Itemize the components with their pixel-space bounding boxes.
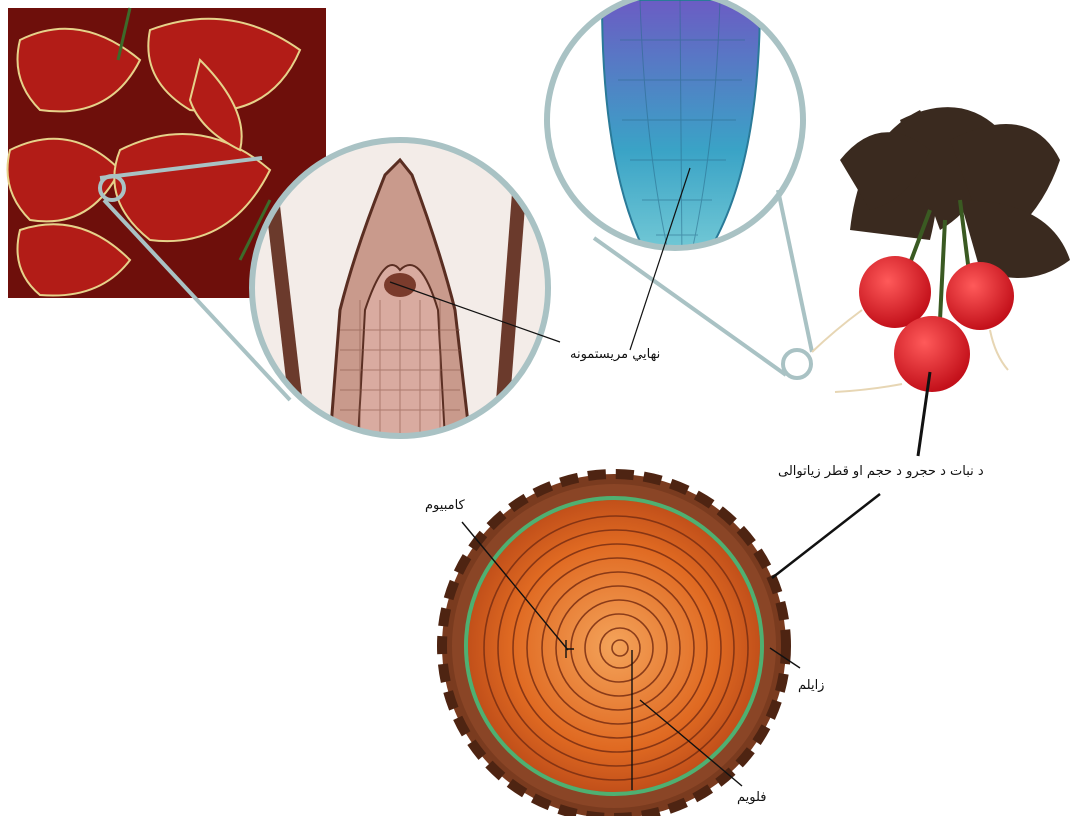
root-tip-magnified — [547, 0, 803, 274]
phloem-label: فلويم — [737, 790, 767, 805]
trunk-leader-line — [772, 494, 880, 578]
shoot-apex-magnified — [250, 140, 550, 440]
cambium-label: کامبیوم — [425, 498, 465, 513]
xylem-label: زايلم — [798, 678, 824, 693]
radish-photo — [812, 107, 1070, 392]
tree-cross-section — [442, 474, 786, 816]
apical-meristem-label: نهايي مريستمونه — [570, 347, 660, 362]
secondary-growth-label: د نبات د حجرو د حجم او قطر زياتوالی — [778, 464, 984, 479]
